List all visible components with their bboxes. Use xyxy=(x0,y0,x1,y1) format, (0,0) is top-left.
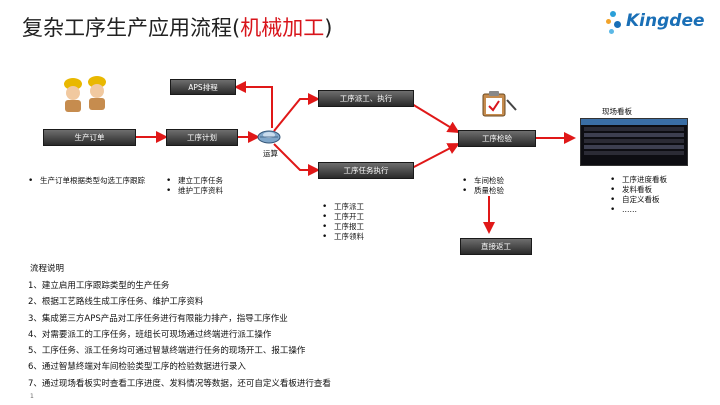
explanation-steps: 1、建立启用工序跟踪类型的生产任务 2、根据工艺路线生成工序任务、维护工序资料 … xyxy=(28,278,331,392)
arrow-operation-to-aps xyxy=(234,81,273,128)
list-item: 工序领料 xyxy=(322,232,364,242)
list-item: …… xyxy=(610,205,667,215)
title-main: 复杂工序生产应用流程( xyxy=(22,16,241,40)
list-item: 工序派工 xyxy=(322,202,364,212)
node-aps: APS排程 xyxy=(170,79,236,95)
arrow-operation-to-dispatch xyxy=(273,93,320,132)
list-item: 车间检验 xyxy=(462,176,504,186)
dashboard-screen xyxy=(580,118,688,166)
clipboard-icon xyxy=(482,91,517,117)
list-item: 建立工序任务 xyxy=(166,176,223,186)
logo-dot-icon xyxy=(614,21,621,28)
step-item: 5、工序任务、派工任务均可通过智慧终端进行任务的现场开工、报工操作 xyxy=(28,346,306,357)
list-item: 工序开工 xyxy=(322,212,364,222)
kingdee-logo: Kingdee xyxy=(606,8,714,38)
order-notes: 生产订单根据类型勾选工序跟踪 xyxy=(28,176,145,186)
list-item: 维护工序资料 xyxy=(166,186,223,196)
node-process-plan: 工序计划 xyxy=(166,129,238,146)
page-number: 1 xyxy=(30,393,34,400)
arrow-task-to-inspection xyxy=(411,143,460,169)
operation-label: 运算 xyxy=(263,149,278,158)
arrow-dispatch-to-inspection xyxy=(411,103,460,134)
node-task-exec: 工序任务执行 xyxy=(318,162,414,179)
step-item: 2、根据工艺路线生成工序任务、维护工序资料 xyxy=(28,297,204,308)
step-item: 4、对需要派工的工序任务，班组长可现场通过终端进行派工操作 xyxy=(28,329,272,340)
title-end: ) xyxy=(324,16,333,40)
logo-dot-icon xyxy=(609,29,614,34)
inspection-notes: 车间检验 质量检验 xyxy=(462,176,504,196)
list-item: 质量检验 xyxy=(462,186,504,196)
gear-icon xyxy=(257,130,281,144)
step-item: 6、通过智慧终端对车间检验类型工序的检验数据进行录入 xyxy=(28,362,246,373)
logo-dot-icon xyxy=(610,11,616,17)
list-item: 生产订单根据类型勾选工序跟踪 xyxy=(28,176,145,186)
board-label: 现场看板 xyxy=(602,107,632,116)
list-item: 发料看板 xyxy=(610,185,667,195)
node-production-order: 生产订单 xyxy=(43,129,136,146)
list-item: 工序进度看板 xyxy=(610,175,667,185)
worker-icon xyxy=(64,76,106,112)
step-item: 1、建立启用工序跟踪类型的生产任务 xyxy=(28,281,170,291)
node-direct-rework: 直接返工 xyxy=(460,238,532,255)
step-item: 7、通过现场看板实时查看工序进度、发料情况等数据，还可自定义看板进行查看 xyxy=(28,378,331,389)
plan-notes: 建立工序任务 维护工序资料 xyxy=(166,176,223,196)
page-title: 复杂工序生产应用流程(机械加工) xyxy=(22,12,332,42)
logo-dot-icon xyxy=(606,19,611,24)
arrow-operation-to-task xyxy=(273,143,320,176)
title-highlight: 机械加工 xyxy=(240,16,325,40)
board-notes: 工序进度看板 发料看板 自定义看板 …… xyxy=(610,175,667,215)
list-item: 自定义看板 xyxy=(610,195,667,205)
task-notes: 工序派工 工序开工 工序报工 工序领料 xyxy=(322,202,364,242)
logo-text: Kingdee xyxy=(626,11,705,31)
node-dispatch: 工序派工、执行 xyxy=(318,90,414,107)
list-item: 工序报工 xyxy=(322,222,364,232)
explanation-title: 流程说明 xyxy=(30,264,65,274)
node-inspection: 工序检验 xyxy=(458,130,536,147)
step-item: 3、集成第三方APS产品对工序任务进行有限能力排产，指导工序作业 xyxy=(28,313,288,324)
